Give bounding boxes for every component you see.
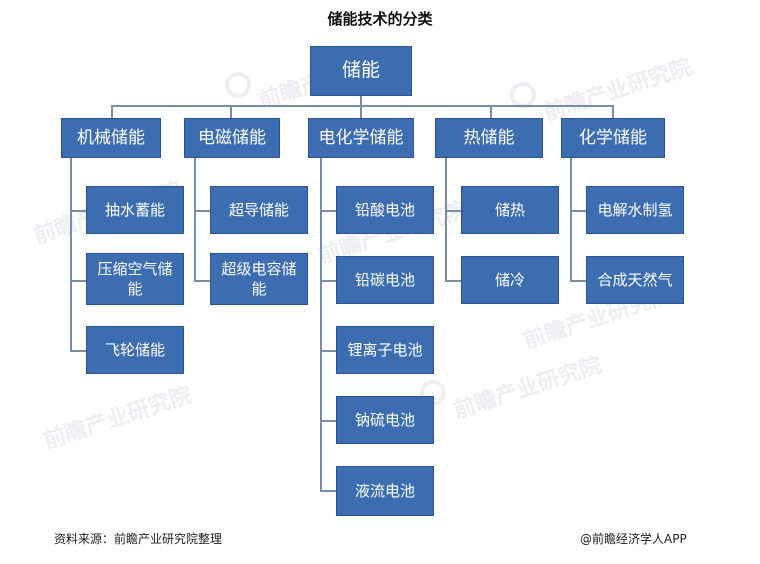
leaf-node-synthetic-gas: 合成天然气 (586, 256, 684, 304)
connector-cat-3 (360, 105, 362, 118)
connector-leaf-3-4 (320, 420, 336, 422)
watermark-text: 前瞻产业研究院 (540, 54, 695, 127)
connector-cat-1 (111, 105, 113, 118)
category-node-mechanical: 机械储能 (61, 118, 161, 158)
leaf-node-pumped-hydro: 抽水蓄能 (86, 186, 184, 234)
category-node-thermal: 热储能 (435, 118, 543, 158)
connector-leaf-1-2 (70, 280, 86, 282)
leaf-node-supercapacitor: 超级电容储能 (210, 253, 308, 305)
leaf-node-lead-acid: 铅酸电池 (336, 186, 434, 234)
leaf-node-lead-carbon: 铅碳电池 (336, 256, 434, 304)
connector-leaf-2-1 (194, 210, 210, 212)
connector-leaf-3-2 (320, 280, 336, 282)
connector-branch-3 (320, 158, 322, 491)
leaf-node-lithium-ion: 锂离子电池 (336, 326, 434, 374)
connector-leaf-4-2 (445, 280, 461, 282)
connector-leaf-3-1 (320, 210, 336, 212)
leaf-node-hydrogen-electrolysis: 电解水制氢 (586, 186, 684, 234)
connector-leaf-3-5 (320, 490, 336, 492)
watermark-logo (225, 72, 251, 98)
category-node-electrochemical: 电化学储能 (308, 118, 414, 158)
leaf-node-flywheel: 飞轮储能 (86, 326, 184, 374)
connector-cat-5 (612, 105, 614, 118)
connector-branch-2 (194, 158, 196, 281)
leaf-node-flow-battery: 液流电池 (336, 466, 434, 516)
category-node-chemical: 化学储能 (561, 118, 665, 158)
connector-leaf-5-1 (570, 210, 586, 212)
connector-root-down (360, 96, 362, 106)
connector-category-bus (111, 105, 613, 107)
connector-leaf-1-1 (70, 210, 86, 212)
leaf-node-sodium-sulfur: 钠硫电池 (336, 396, 434, 444)
leaf-node-superconducting: 超导储能 (210, 186, 308, 234)
connector-cat-2 (230, 105, 232, 118)
connector-branch-1 (70, 158, 72, 351)
connector-leaf-5-2 (570, 280, 586, 282)
connector-leaf-3-3 (320, 350, 336, 352)
leaf-node-heat-storage: 储热 (461, 186, 559, 234)
connector-leaf-1-3 (70, 350, 86, 352)
connector-branch-4 (445, 158, 447, 281)
diagram-title: 储能技术的分类 (327, 10, 433, 28)
category-node-electromagnetic: 电磁储能 (184, 118, 280, 158)
watermark-text: 前瞻产业研究院 (450, 352, 605, 425)
connector-branch-5 (570, 158, 572, 281)
watermark-text: 前瞻产业研究院 (40, 382, 195, 455)
connector-leaf-4-1 (445, 210, 461, 212)
connector-leaf-2-2 (194, 280, 210, 282)
leaf-node-compressed-air: 压缩空气储能 (86, 253, 184, 305)
root-node: 储能 (310, 46, 412, 96)
source-note: 资料来源：前瞻产业研究院整理 (54, 532, 223, 546)
connector-cat-4 (490, 105, 492, 118)
brand-credit: @前瞻经济学人APP (580, 532, 687, 546)
leaf-node-cold-storage: 储冷 (461, 256, 559, 304)
